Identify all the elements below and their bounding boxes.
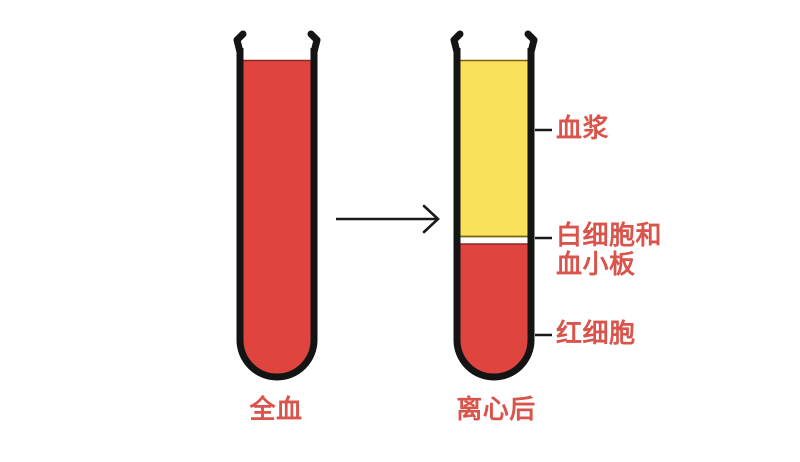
plasma-layer <box>457 60 531 236</box>
buffy-coat-layer <box>457 236 531 244</box>
centrifuged-tube-outline <box>453 48 535 381</box>
whole-blood-tube-outline <box>236 48 318 381</box>
callout-label-plasma: 血浆 <box>556 114 610 144</box>
whole-blood-fill-group <box>240 60 314 377</box>
centrifuged-tube-lip-right <box>524 30 538 56</box>
red-cell-layer <box>457 244 531 377</box>
whole-blood-tube-lip-left <box>233 30 247 56</box>
whole-blood-tube-lip-right <box>307 30 321 56</box>
whole-blood-tube <box>233 30 321 381</box>
callout-label-buffy-coat: 白细胞和 血小板 <box>556 221 663 281</box>
callout-leader-lines <box>535 128 552 337</box>
centrifuged-tube-lip-left <box>450 30 464 56</box>
caption-after-centrifugation: 离心后 <box>456 395 536 425</box>
arrow-head-icon <box>422 204 440 234</box>
whole-blood-layer <box>240 60 314 377</box>
callout-label-red-blood-cells: 红细胞 <box>556 319 636 349</box>
transformation-arrow <box>336 204 440 234</box>
caption-whole-blood: 全血 <box>249 395 303 425</box>
centrifuged-tube <box>450 30 538 381</box>
centrifuged-fill-group <box>457 60 531 377</box>
